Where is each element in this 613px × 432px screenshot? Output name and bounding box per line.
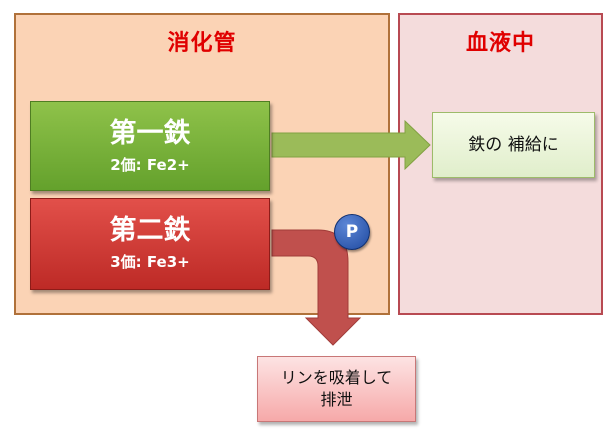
bloodstream-title: 血液中: [465, 31, 535, 56]
excretion-line-1: リンを吸着して: [280, 368, 393, 387]
excretion-box: リンを吸着して 排泄: [257, 356, 416, 422]
ferric-iron-valence: 3価: Fe3+: [110, 253, 190, 271]
phosphate-badge: P: [334, 214, 370, 250]
absorption-arrow: [271, 119, 431, 171]
iron-supply-box: 鉄の 補給に: [432, 112, 595, 178]
ferric-iron-name: 第二鉄: [109, 215, 191, 246]
ferrous-iron-valence: 2価: Fe2+: [110, 156, 190, 174]
ferrous-iron-box: 第一鉄 2価: Fe2+: [30, 101, 270, 191]
ferrous-iron-name: 第一鉄: [109, 118, 191, 149]
excretion-line-2: 排泄: [320, 390, 353, 409]
digestive-tract-title: 消化管: [167, 31, 237, 56]
ferric-iron-box: 第二鉄 3価: Fe3+: [30, 198, 270, 290]
